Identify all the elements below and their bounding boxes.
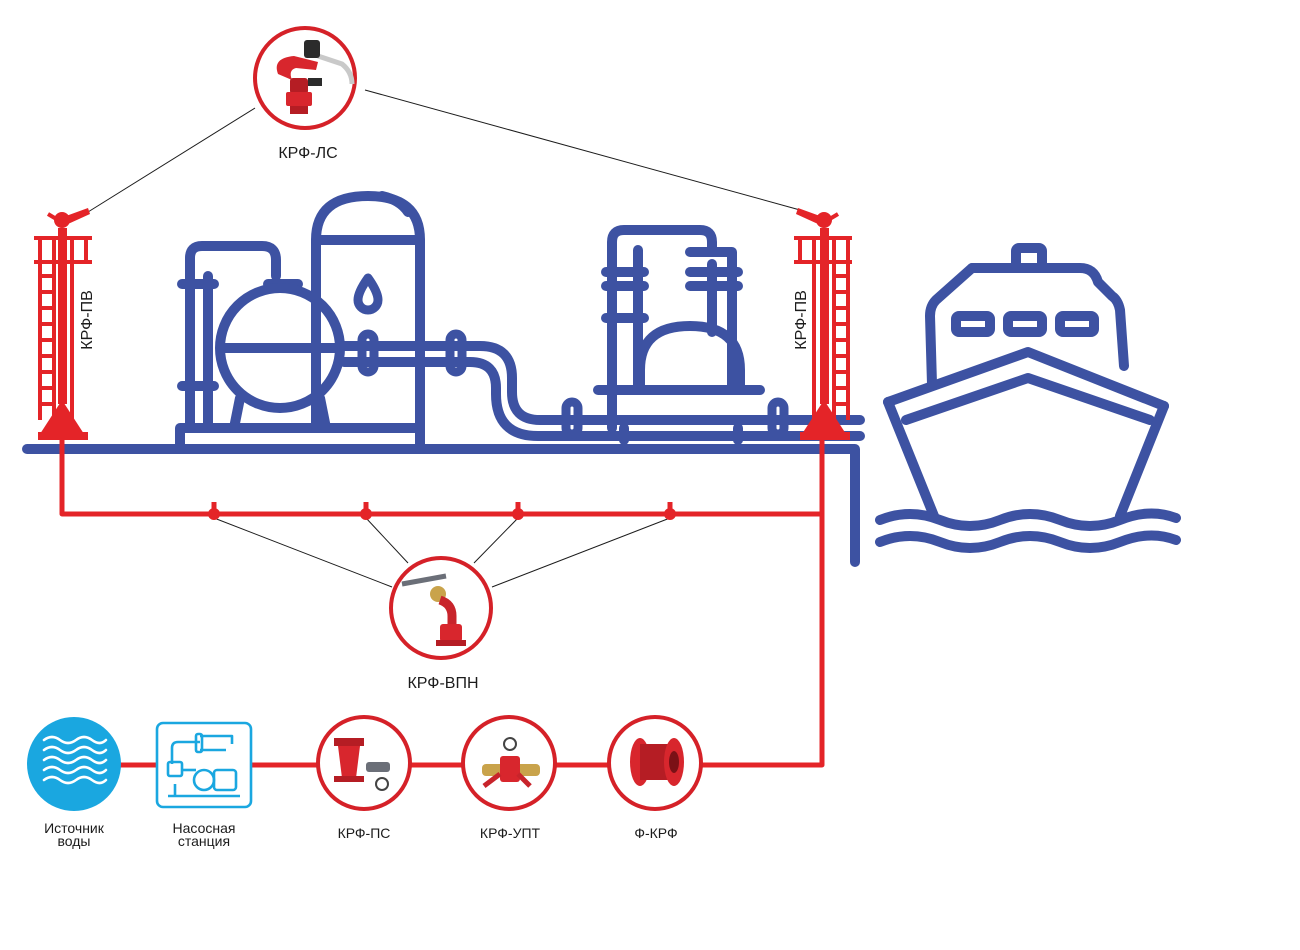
sea-wave-1: [875, 508, 1181, 531]
monitor-tower-right: [794, 208, 852, 440]
domed-column: [311, 191, 425, 433]
ship-illustration: [875, 243, 1181, 553]
krf-upt-label: КРФ-УПТ: [480, 825, 541, 841]
water-source-node: [27, 717, 121, 811]
branch-node: [208, 508, 220, 520]
water-source-label-line2: воды: [58, 833, 91, 849]
krf-pv-left-label: КРФ-ПВ: [79, 290, 96, 349]
pressure-station-icon: [334, 738, 390, 791]
krf-upt-node: [461, 715, 557, 811]
pump-station-label-line2: станция: [178, 833, 230, 849]
krf-ps-label: КРФ-ПС: [338, 825, 391, 841]
labels: КРФ-ЛС КРФ-ПВ КРФ-ПВ КРФ-ВПН Источник во…: [44, 145, 810, 849]
pump-station-node: [155, 721, 253, 809]
monitor-tower-left: [34, 208, 92, 440]
krf-ps-node: [316, 715, 412, 811]
krf-pv-right-label: КРФ-ПВ: [793, 290, 810, 349]
plant-base: [175, 423, 425, 454]
krf-ls-node: [253, 26, 357, 130]
water-source-label-line1: Источник: [44, 820, 105, 836]
branch-node: [512, 508, 524, 520]
sea-wave-2: [875, 530, 1181, 553]
fire-monitor-valve-icon: [401, 573, 466, 646]
fire-monitor-icon: [276, 40, 355, 114]
connector-lines: [87, 89, 801, 588]
pump-station-label-line1: Насосная: [173, 820, 236, 836]
krf-vpn-node: [389, 556, 493, 660]
krf-ls-label: КРФ-ЛС: [278, 145, 337, 162]
drop-icon: [353, 273, 383, 315]
water-waves-icon: [42, 735, 108, 785]
pump-station-icon: [166, 732, 240, 798]
industrial-facility-illustration: [22, 191, 865, 567]
branch-node: [360, 508, 372, 520]
f-krf-node: [607, 715, 703, 811]
flange-filter-icon: [630, 738, 684, 786]
ground-line: [22, 444, 860, 567]
krf-vpn-label: КРФ-ВПН: [407, 675, 478, 692]
red-pipeline: [59, 420, 825, 768]
f-krf-label: Ф-КРФ: [634, 825, 677, 841]
distribution-valve-icon: [482, 737, 540, 788]
branch-node: [664, 508, 676, 520]
